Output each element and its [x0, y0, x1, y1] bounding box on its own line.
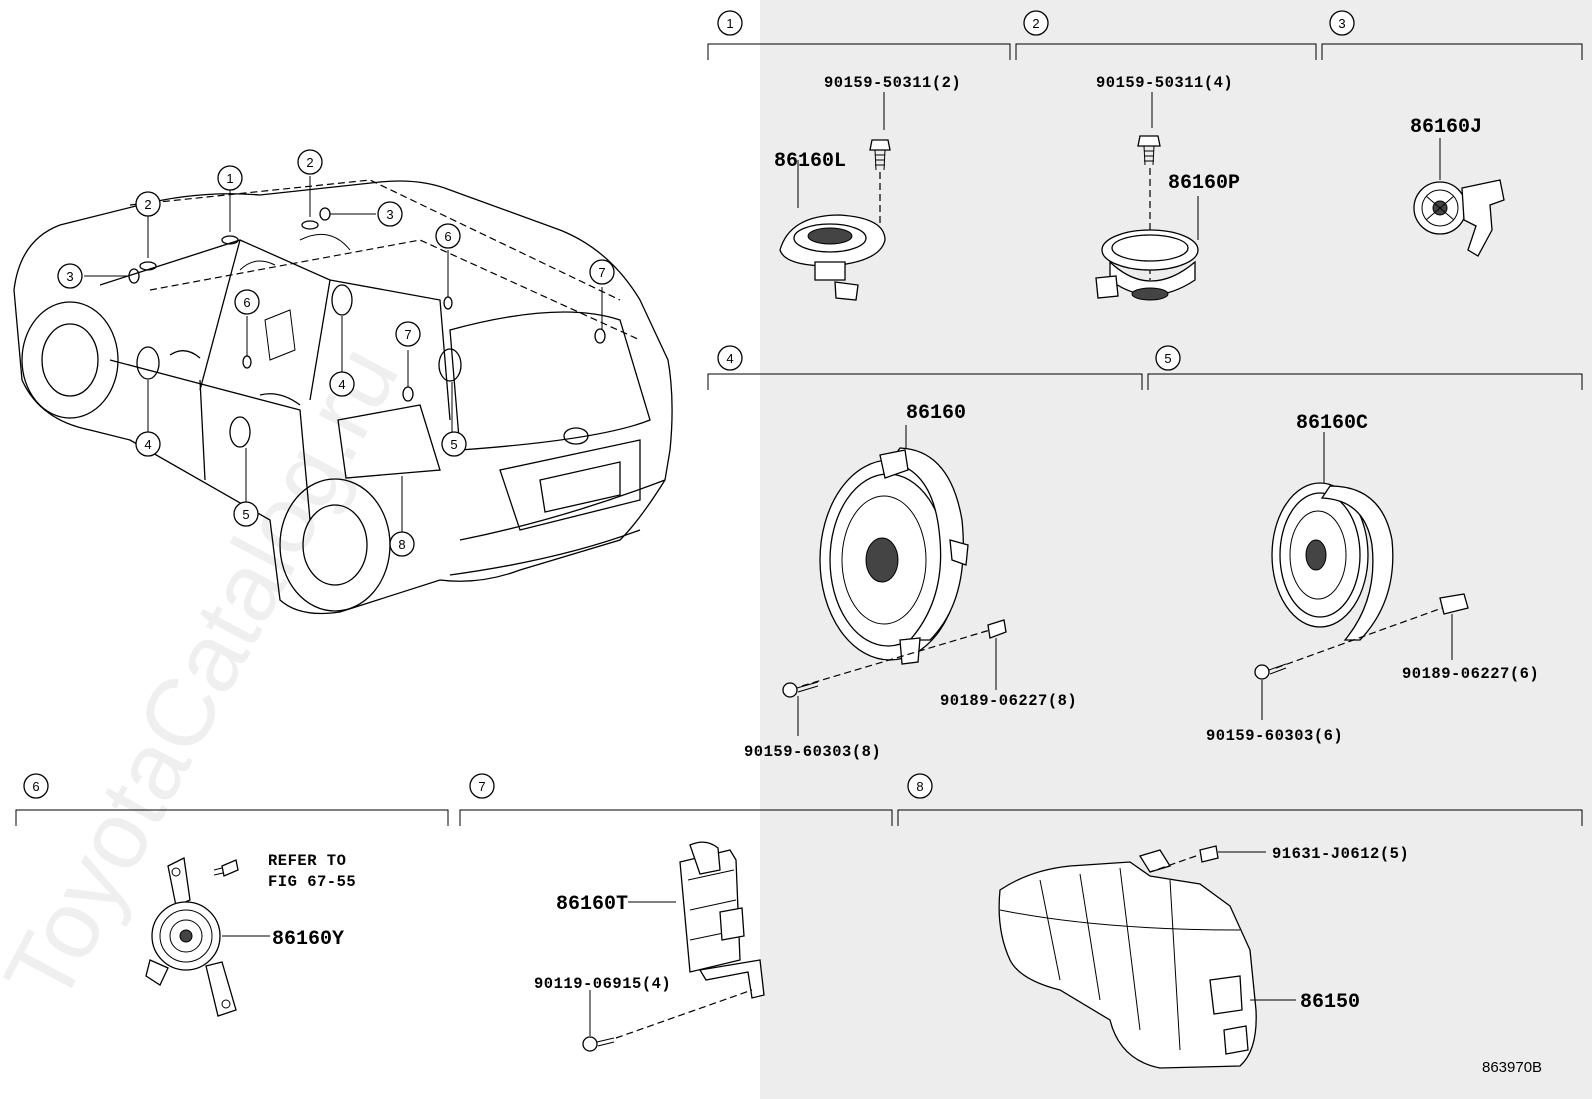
svg-text:6: 6: [243, 295, 250, 310]
part-label-86160J: 86160J: [1410, 116, 1482, 139]
section-brackets: [15, 43, 1583, 826]
section-6-tweeter: [145, 857, 270, 1017]
callout-2: 2: [297, 149, 323, 175]
part-label-90159-50311-2: 90159-50311(2): [824, 74, 961, 92]
part-label-86160T: 86160T: [556, 893, 628, 916]
refer-fig-label: FIG 67-55: [268, 873, 356, 891]
section-3-tweeter: [1413, 138, 1505, 257]
callout-4: 4: [329, 371, 355, 397]
part-label-86160L: 86160L: [774, 150, 846, 173]
section-7-amplifier-bracket: [582, 841, 765, 1052]
svg-text:7: 7: [404, 327, 411, 342]
svg-text:2: 2: [144, 197, 151, 212]
section-number-6: 6: [23, 773, 49, 799]
part-label-90189-06227-6: 90189-06227(6): [1402, 665, 1539, 683]
callout-7: 7: [395, 321, 421, 347]
section-4-door-speaker: [782, 425, 1007, 736]
svg-text:4: 4: [144, 437, 151, 452]
part-label-90159-50311-4: 90159-50311(4): [1096, 74, 1233, 92]
section-5-door-speaker: [1254, 432, 1469, 720]
part-label-86150: 86150: [1300, 991, 1360, 1014]
svg-text:1: 1: [726, 16, 733, 31]
part-label-86160C: 86160C: [1296, 412, 1368, 435]
svg-text:6: 6: [444, 229, 451, 244]
part-label-86160P: 86160P: [1168, 172, 1240, 195]
refer-to-label: REFER TO: [268, 852, 346, 870]
svg-text:5: 5: [450, 437, 457, 452]
part-label-90189-06227-8: 90189-06227(8): [940, 692, 1077, 710]
part-label-90159-60303-6: 90159-60303(6): [1206, 727, 1343, 745]
callout-3: 3: [377, 201, 403, 227]
section-number-2: 2: [1023, 10, 1049, 36]
section-number-5: 5: [1155, 345, 1181, 371]
callout-3: 3: [57, 263, 83, 289]
svg-text:4: 4: [726, 351, 733, 366]
svg-text:5: 5: [242, 507, 249, 522]
part-label-91631-J0612-5: 91631-J0612(5): [1272, 845, 1409, 863]
callout-7: 7: [589, 259, 615, 285]
section-2-speaker: [1095, 92, 1199, 301]
vehicle-illustration: [13, 176, 673, 615]
section-number-7: 7: [469, 773, 495, 799]
part-label-86160Y: 86160Y: [272, 928, 344, 951]
svg-text:8: 8: [916, 779, 923, 794]
svg-text:4: 4: [338, 377, 345, 392]
svg-text:8: 8: [398, 537, 405, 552]
svg-text:3: 3: [1338, 16, 1345, 31]
section-number-3: 3: [1329, 10, 1355, 36]
callout-5: 5: [233, 501, 259, 527]
callout-6: 6: [234, 289, 260, 315]
section-1-tweeter: [779, 92, 891, 301]
section-8-subwoofer: [998, 845, 1296, 1069]
part-label-86160: 86160: [906, 402, 966, 425]
section-number-4: 4: [717, 345, 743, 371]
section-number-1: 1: [717, 10, 743, 36]
svg-text:3: 3: [66, 269, 73, 284]
callout-8: 8: [389, 531, 415, 557]
callout-6: 6: [435, 223, 461, 249]
svg-text:1: 1: [226, 171, 233, 186]
callout-4: 4: [135, 431, 161, 457]
diagram-code: 863970B: [1482, 1059, 1542, 1076]
callout-1: 1: [217, 165, 243, 191]
callout-2: 2: [135, 191, 161, 217]
svg-text:5: 5: [1164, 351, 1171, 366]
part-label-90119-06915-4: 90119-06915(4): [534, 975, 671, 993]
section-number-8: 8: [907, 773, 933, 799]
svg-text:6: 6: [32, 779, 39, 794]
svg-text:7: 7: [478, 779, 485, 794]
svg-text:3: 3: [386, 207, 393, 222]
part-label-90159-60303-8: 90159-60303(8): [744, 743, 881, 761]
vehicle-callouts: 1 2 2 3 3 6 6 7 7 4 4 5 5 8: [57, 149, 615, 557]
callout-5: 5: [441, 431, 467, 457]
svg-text:2: 2: [306, 155, 313, 170]
svg-text:2: 2: [1032, 16, 1039, 31]
svg-text:7: 7: [598, 265, 605, 280]
